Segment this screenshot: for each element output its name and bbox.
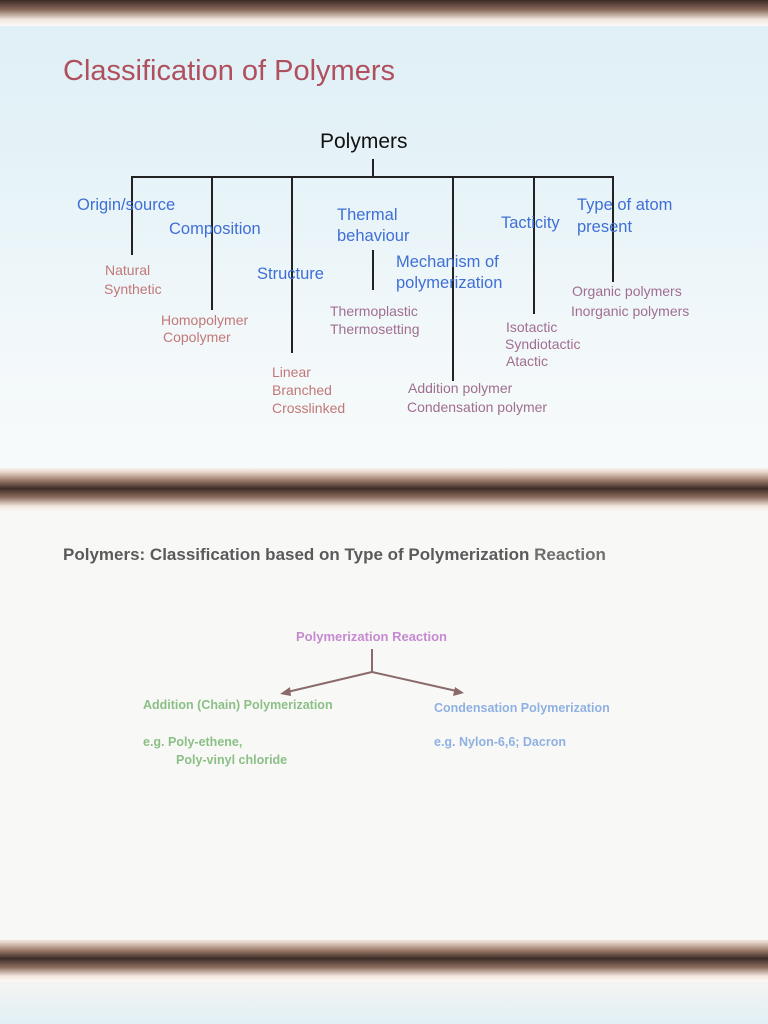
leaf-linear: Linear bbox=[272, 364, 311, 380]
band-above-slide2 bbox=[0, 488, 768, 514]
polymers-root-node: Polymers bbox=[320, 130, 408, 153]
leaf-homopolymer: Homopolymer bbox=[161, 312, 249, 328]
category-tacticity: Tacticity bbox=[501, 214, 560, 232]
arrowhead-condensation bbox=[453, 687, 464, 696]
category-origin-source: Origin/source bbox=[77, 196, 176, 214]
band-between-slide2-slide3 bbox=[0, 936, 768, 960]
category-thermal-behaviour-line2: behaviour bbox=[337, 227, 410, 245]
structure-branch-line bbox=[291, 176, 293, 353]
category-composition: Composition bbox=[169, 220, 261, 238]
root-stem-line bbox=[372, 159, 374, 177]
leaf-organic-polymers: Organic polymers bbox=[572, 283, 682, 299]
band-above-slide3 bbox=[0, 958, 768, 984]
leaf-copolymer: Copolymer bbox=[163, 329, 231, 345]
thermal-branch-line bbox=[372, 250, 374, 290]
category-type-of-atom-line2: present bbox=[577, 218, 633, 236]
arrow-to-condensation bbox=[371, 671, 462, 693]
condensation-example: e.g. Nylon-6,6; Dacron bbox=[434, 735, 566, 749]
leaf-condensation-polymer: Condensation polymer bbox=[407, 399, 548, 415]
slide-classification-of-polymers: Classification of Polymers Polymers Orig… bbox=[0, 26, 768, 468]
leaf-origin-synthetic: Synthetic bbox=[104, 281, 162, 297]
arrowhead-addition bbox=[280, 687, 291, 696]
leaf-thermosetting: Thermosetting bbox=[330, 321, 420, 337]
category-structure: Structure bbox=[257, 265, 324, 283]
leaf-thermoplastic: Thermoplastic bbox=[330, 303, 418, 319]
addition-example-1: e.g. Poly-ethene, bbox=[143, 735, 243, 749]
origin-branch-line bbox=[131, 176, 133, 255]
slide1-title: Classification of Polymers bbox=[63, 55, 395, 87]
category-mechanism-line1: Mechanism of bbox=[396, 253, 499, 271]
category-mechanism-line2: polymerization bbox=[396, 274, 503, 292]
leaf-syndiotactic: Syndiotactic bbox=[505, 336, 581, 352]
top-band bbox=[0, 0, 768, 28]
category-type-of-atom-line1: Type of atom bbox=[577, 196, 673, 214]
branch-arrows bbox=[280, 649, 464, 696]
slide2-title-main: Polymers: Classification based on Type o… bbox=[63, 545, 530, 564]
addition-example-2: Poly-vinyl chloride bbox=[176, 753, 288, 767]
composition-branch-line bbox=[211, 176, 213, 310]
leaf-atactic: Atactic bbox=[506, 353, 549, 369]
mechanism-branch-line bbox=[452, 176, 454, 381]
atom-branch-line bbox=[612, 176, 614, 282]
addition-examples: e.g. Poly-ethene, Poly-vinyl chloride bbox=[143, 733, 287, 769]
slide-polymerization-reaction: Polymers: Classification based on Type o… bbox=[0, 512, 768, 940]
leaf-addition-polymer: Addition polymer bbox=[408, 380, 513, 396]
leaf-branched: Branched bbox=[272, 382, 332, 398]
leaf-inorganic-polymers: Inorganic polymers bbox=[571, 303, 690, 319]
tacticity-branch-line bbox=[533, 176, 535, 314]
arrow-to-addition bbox=[282, 671, 373, 694]
slide-3-partial bbox=[0, 982, 768, 1024]
leaf-crosslinked: Crosslinked bbox=[272, 400, 346, 416]
slide2-title-end: Reaction bbox=[534, 545, 606, 564]
band-between-slide1-slide2 bbox=[0, 466, 768, 490]
tree-horizontal-line bbox=[131, 176, 613, 178]
condensation-polymerization-label: Condensation Polymerization bbox=[434, 701, 610, 715]
category-thermal-behaviour-line1: Thermal bbox=[337, 206, 398, 224]
leaf-origin-natural: Natural bbox=[105, 262, 151, 278]
polymerization-reaction-node: Polymerization Reaction bbox=[296, 629, 447, 644]
slide2-title: Polymers: Classification based on Type o… bbox=[63, 545, 606, 565]
leaf-isotactic: Isotactic bbox=[506, 319, 558, 335]
addition-polymerization-label: Addition (Chain) Polymerization bbox=[143, 698, 333, 712]
